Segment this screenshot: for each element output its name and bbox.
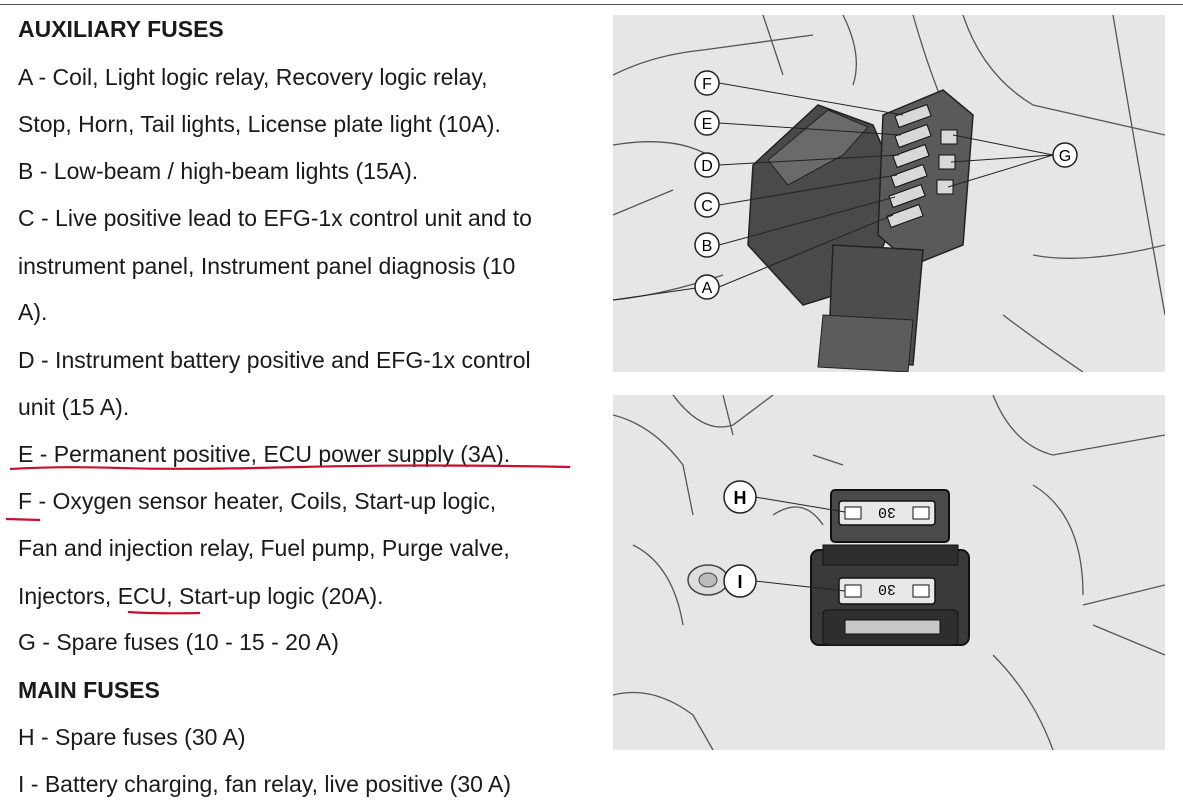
svg-text:B: B bbox=[702, 238, 713, 255]
svg-text:C: C bbox=[701, 198, 713, 215]
aux-fuses-heading: AUXILIARY FUSES bbox=[18, 16, 224, 42]
fuse-d-line2: unit (15 A). bbox=[18, 394, 130, 420]
svg-text:I: I bbox=[737, 572, 742, 592]
callout-e: E bbox=[694, 110, 720, 136]
auxiliary-fuse-box-figure: F E D C B A G bbox=[613, 15, 1165, 372]
fuse-b-line: B - Low-beam / high-beam lights (15A). bbox=[18, 158, 419, 184]
fuse-h-line: H - Spare fuses (30 A) bbox=[18, 724, 246, 750]
fuse-h-rating: 30 bbox=[878, 503, 896, 520]
fuse-e-line: E - Permanent positive, ECU power supply… bbox=[18, 441, 511, 467]
callout-g: G bbox=[1052, 142, 1078, 168]
main-fuse-box-drawing: 30 30 H I bbox=[613, 395, 1165, 750]
svg-text:D: D bbox=[701, 158, 713, 175]
underline-ecu bbox=[127, 610, 201, 615]
svg-text:E: E bbox=[702, 116, 713, 133]
fuse-g-line: G - Spare fuses (10 - 15 - 20 A) bbox=[18, 629, 339, 655]
callout-b: B bbox=[694, 232, 720, 258]
svg-text:F: F bbox=[702, 76, 712, 93]
fuse-f-line2: Fan and injection relay, Fuel pump, Purg… bbox=[18, 535, 510, 561]
callout-f: F bbox=[694, 70, 720, 96]
fuse-i-rating: 30 bbox=[878, 580, 896, 597]
fuse-c-line2: instrument panel, Instrument panel diagn… bbox=[18, 253, 516, 279]
callout-h: H bbox=[723, 480, 757, 514]
callout-a: A bbox=[694, 274, 720, 300]
fuse-c-line3: A). bbox=[18, 299, 48, 325]
fuse-i-line: I - Battery charging, fan relay, live po… bbox=[18, 771, 512, 797]
svg-text:G: G bbox=[1059, 148, 1071, 165]
fuse-d-line1: D - Instrument battery positive and EFG-… bbox=[18, 347, 531, 373]
fuse-c-line1: C - Live positive lead to EFG-1x control… bbox=[18, 205, 532, 231]
underline-f-mark bbox=[5, 517, 41, 522]
callout-c: C bbox=[694, 192, 720, 218]
auxiliary-fuse-box-drawing: F E D C B A G bbox=[613, 15, 1165, 372]
callout-i: I bbox=[723, 564, 757, 598]
main-fuses-heading: MAIN FUSES bbox=[18, 677, 160, 703]
fuse-a-line2: Stop, Horn, Tail lights, License plate l… bbox=[18, 111, 501, 137]
fuse-a-line1: A - Coil, Light logic relay, Recovery lo… bbox=[18, 64, 488, 90]
fuse-f-line1: F - Oxygen sensor heater, Coils, Start-u… bbox=[18, 488, 497, 514]
svg-text:A: A bbox=[702, 280, 713, 297]
main-fuse-box-figure: 30 30 H I bbox=[613, 395, 1165, 750]
svg-text:H: H bbox=[734, 488, 747, 508]
fuse-f-line3: Injectors, ECU, Start-up logic (20A). bbox=[18, 583, 384, 609]
top-rule bbox=[0, 4, 1183, 5]
callout-d: D bbox=[694, 152, 720, 178]
